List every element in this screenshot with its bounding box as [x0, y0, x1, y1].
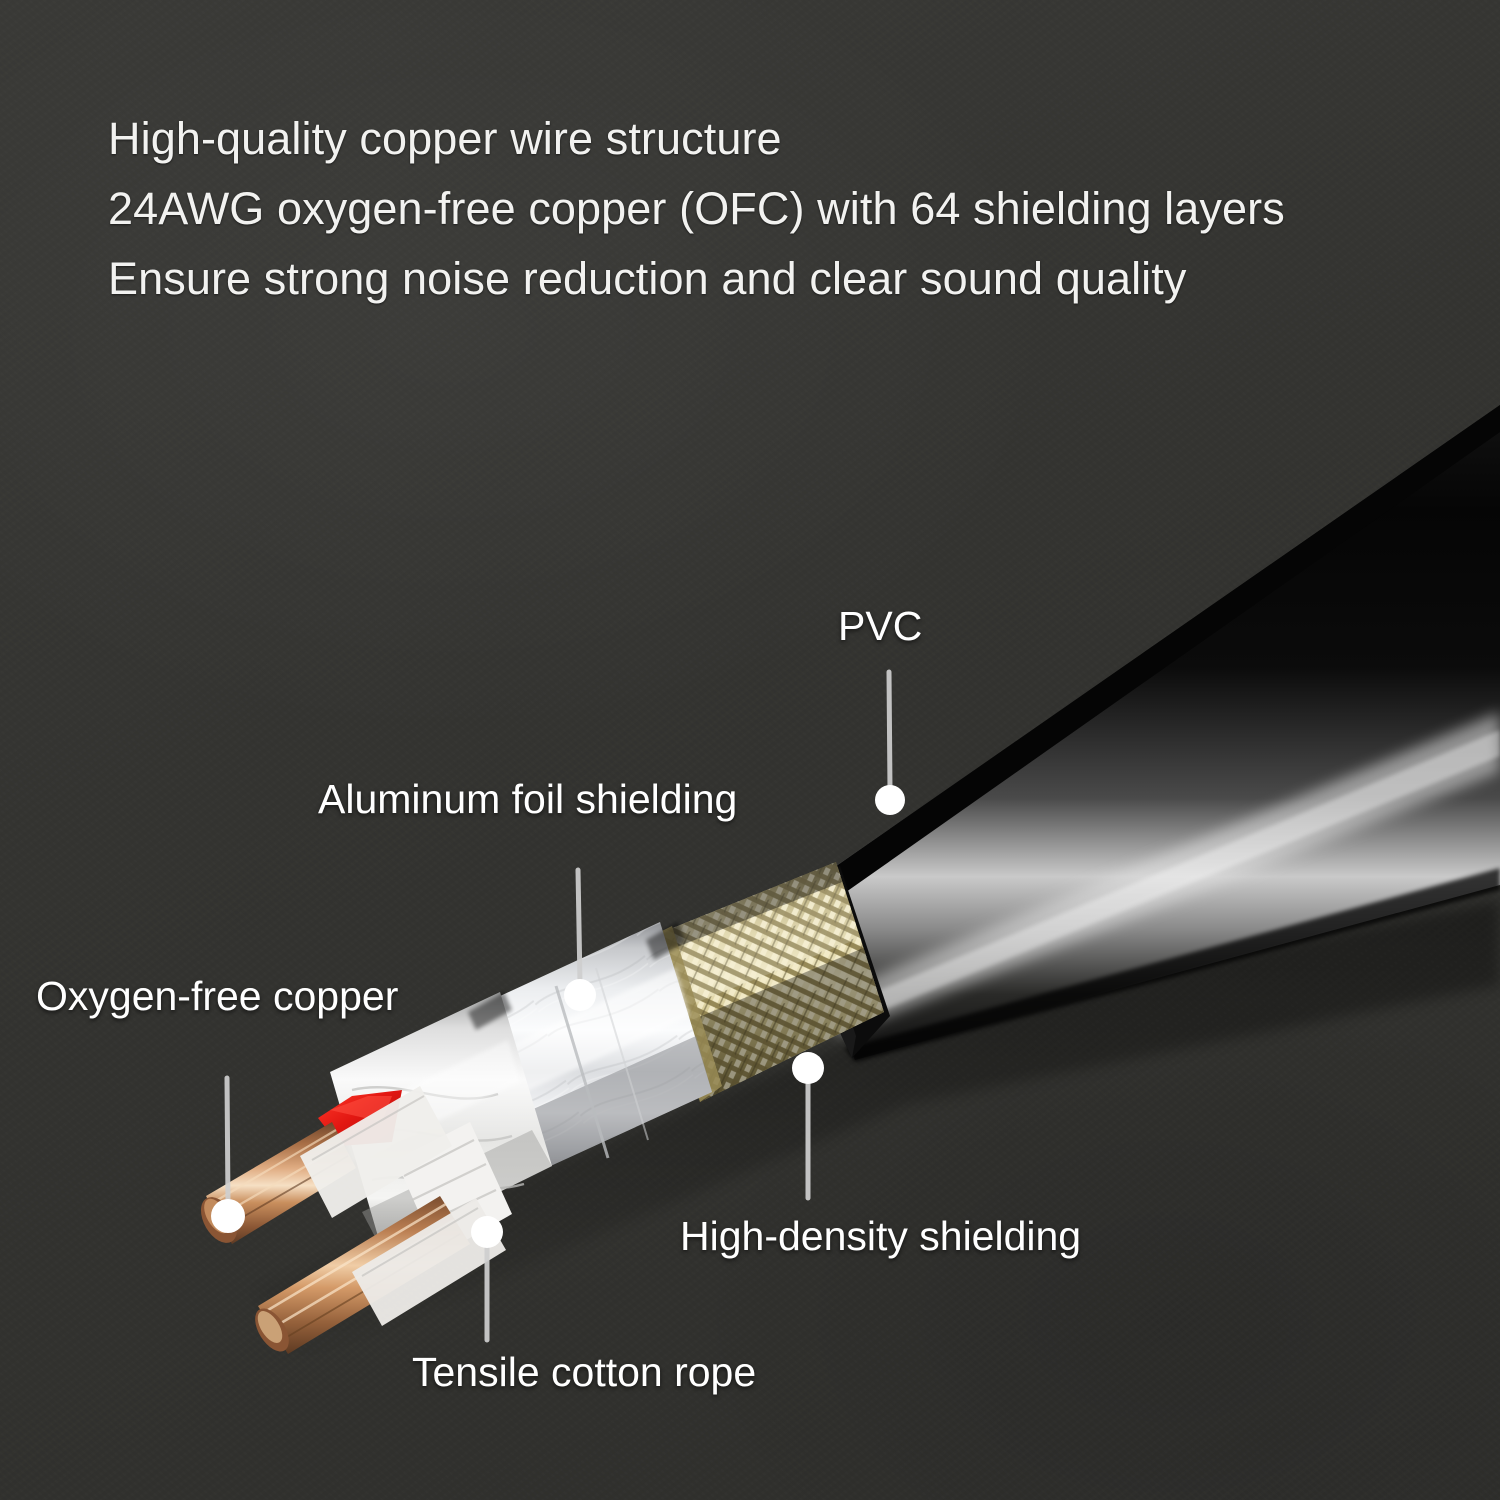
callout-label-pvc: PVC — [838, 603, 923, 649]
callout-label-aluminum-foil-shielding: Aluminum foil shielding — [318, 776, 738, 822]
inter-layer-shadows — [468, 922, 686, 1030]
headline-line-2: 24AWG oxygen-free copper (OFC) with 64 s… — [108, 183, 1285, 234]
callout-label-high-density-shielding: High-density shielding — [680, 1213, 1082, 1259]
headline-block: High-quality copper wire structure 24AWG… — [108, 104, 1448, 314]
headline-line-1: High-quality copper wire structure — [108, 113, 782, 164]
cable-cast-shadow — [255, 900, 1500, 1360]
callout-label-oxygen-free-copper: Oxygen-free copper — [36, 973, 399, 1019]
pvc-outer-jacket — [780, 405, 1500, 1062]
conductor-cotton-sleeves — [300, 1086, 506, 1326]
headline-line-3: Ensure strong noise reduction and clear … — [108, 253, 1187, 304]
callout-label-tensile-cotton-rope: Tensile cotton rope — [412, 1349, 757, 1395]
